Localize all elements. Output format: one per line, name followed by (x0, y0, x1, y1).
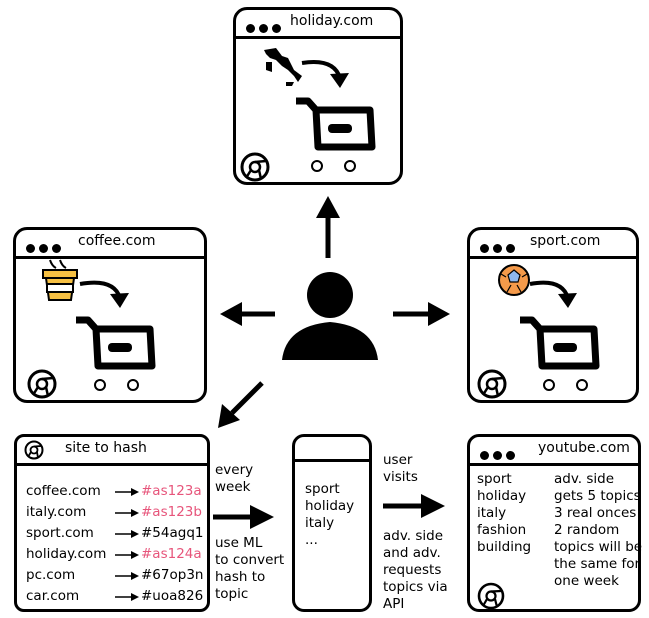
arrow-right (393, 302, 450, 326)
browser-domain: youtube.com (538, 440, 630, 456)
arrow-small (115, 551, 139, 559)
arrow-small (115, 572, 139, 580)
arrow-small (115, 509, 139, 517)
arrow-weekly (213, 505, 274, 529)
cart-icon (296, 97, 376, 172)
browser-title-bar: sport.com (470, 230, 636, 259)
holiday-content (240, 48, 376, 182)
table-title: site to hash (65, 440, 147, 456)
hash-site: italy.com (26, 504, 87, 520)
coffee-content (27, 259, 156, 399)
sport-content (477, 264, 600, 399)
hash-value: #as123b (141, 504, 202, 520)
hash-site: car.com (26, 588, 80, 604)
ball-icon (498, 264, 530, 296)
window-dots (480, 238, 519, 257)
browser-window-coffee: coffee.com (13, 227, 207, 403)
browser-window-sport: sport.com (467, 227, 639, 403)
hash-site: sport.com (26, 525, 94, 541)
window-dots (480, 445, 519, 464)
table-title-bar: site to hash (17, 437, 207, 466)
hash-site: coffee.com (26, 483, 101, 499)
window-dots (26, 238, 65, 257)
hash-site: holiday.com (26, 546, 107, 562)
hash-site: pc.com (26, 567, 76, 583)
chrome-icon (477, 369, 507, 399)
chrome-icon (27, 369, 57, 399)
arrow-small (115, 488, 139, 496)
browser-domain: holiday.com (290, 13, 374, 29)
chrome-icon (24, 440, 44, 460)
window-dots (246, 18, 285, 37)
arrow-small (115, 530, 139, 538)
browser-domain: coffee.com (78, 233, 156, 249)
chrome-icon (240, 152, 270, 182)
italy-map-icon (264, 48, 302, 86)
site-to-hash-table: site to hash coffee.com #as123a italy.com #… (14, 434, 210, 612)
hash-value: #uoa826 (141, 588, 204, 604)
arrow-up (316, 196, 340, 258)
arrow-visits (383, 494, 445, 518)
hash-value: #67op3n (141, 567, 204, 583)
arrow-down-left (218, 381, 264, 428)
browser-window-holiday: holiday.com (233, 7, 403, 185)
hash-value: #54agq1 (141, 525, 204, 541)
browser-domain: sport.com (530, 233, 601, 249)
arrow-left (220, 302, 275, 326)
hash-value: #as123a (141, 483, 202, 499)
chrome-icon (477, 582, 505, 610)
arrow-small (115, 593, 139, 601)
browser-title-bar: coffee.com (16, 230, 204, 259)
cart-icon (520, 316, 600, 391)
browser-title-bar: youtube.com (470, 437, 638, 466)
hash-value: #as124a (141, 546, 202, 562)
coffee-cup-icon (42, 259, 78, 301)
user-icon (282, 272, 378, 360)
cart-icon (76, 316, 156, 391)
browser-title-bar: holiday.com (236, 10, 400, 39)
